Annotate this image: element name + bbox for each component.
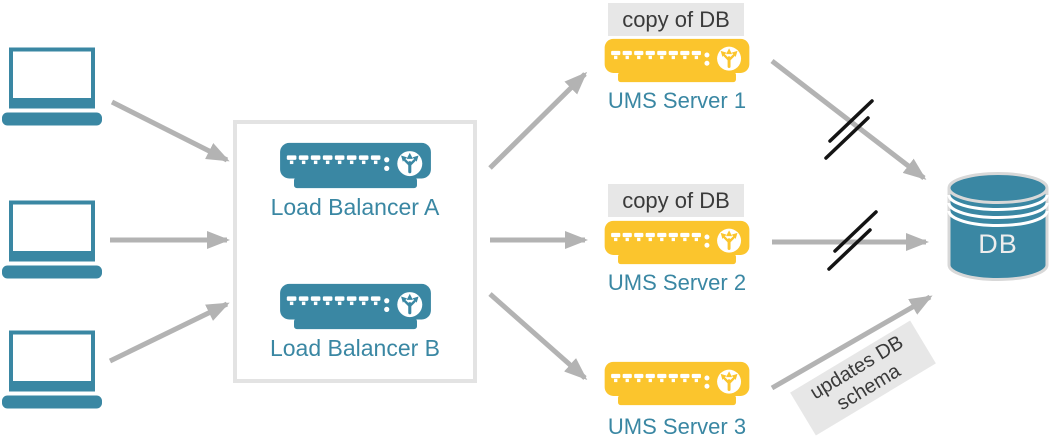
- load-balancer-group-box: Load Balancer A Load Balancer B: [233, 120, 477, 383]
- arrow-client3-to-lb: [108, 301, 230, 364]
- load-balancer-server-icon: [278, 141, 433, 190]
- copy-of-db-badge: copy of DB: [608, 184, 744, 217]
- laptop-icon: [0, 200, 104, 280]
- blocked-link-slashes-ums1: [824, 99, 874, 160]
- updates-db-schema-label: updates DB schema: [790, 320, 936, 436]
- load-balancer-b-label: Load Balancer B: [269, 335, 441, 361]
- ums-server-icon: [602, 219, 752, 266]
- ums-server-icon: [602, 37, 752, 84]
- arrow-lb-to-ums3: [488, 292, 588, 380]
- database-cylinder-icon: [947, 172, 1049, 281]
- ums-server-3-label: UMS Server 3: [607, 414, 747, 439]
- ums-server-1-label: UMS Server 1: [607, 88, 747, 113]
- blocked-link-slashes-ums2: [827, 210, 878, 271]
- db-label: DB: [978, 229, 1018, 259]
- arrow-lb-to-ums1: [488, 71, 588, 170]
- ums-server-2-label: UMS Server 2: [607, 270, 747, 295]
- arrow-client1-to-lb: [110, 99, 230, 163]
- laptop-icon: [0, 47, 104, 127]
- load-balancer-server-icon: [278, 282, 433, 331]
- ums-server-icon: [602, 360, 752, 407]
- arrow-ums1-to-db: [770, 59, 927, 180]
- copy-of-db-badge: copy of DB: [608, 3, 744, 36]
- laptop-icon: [0, 330, 104, 410]
- load-balancer-a-label: Load Balancer A: [270, 194, 440, 220]
